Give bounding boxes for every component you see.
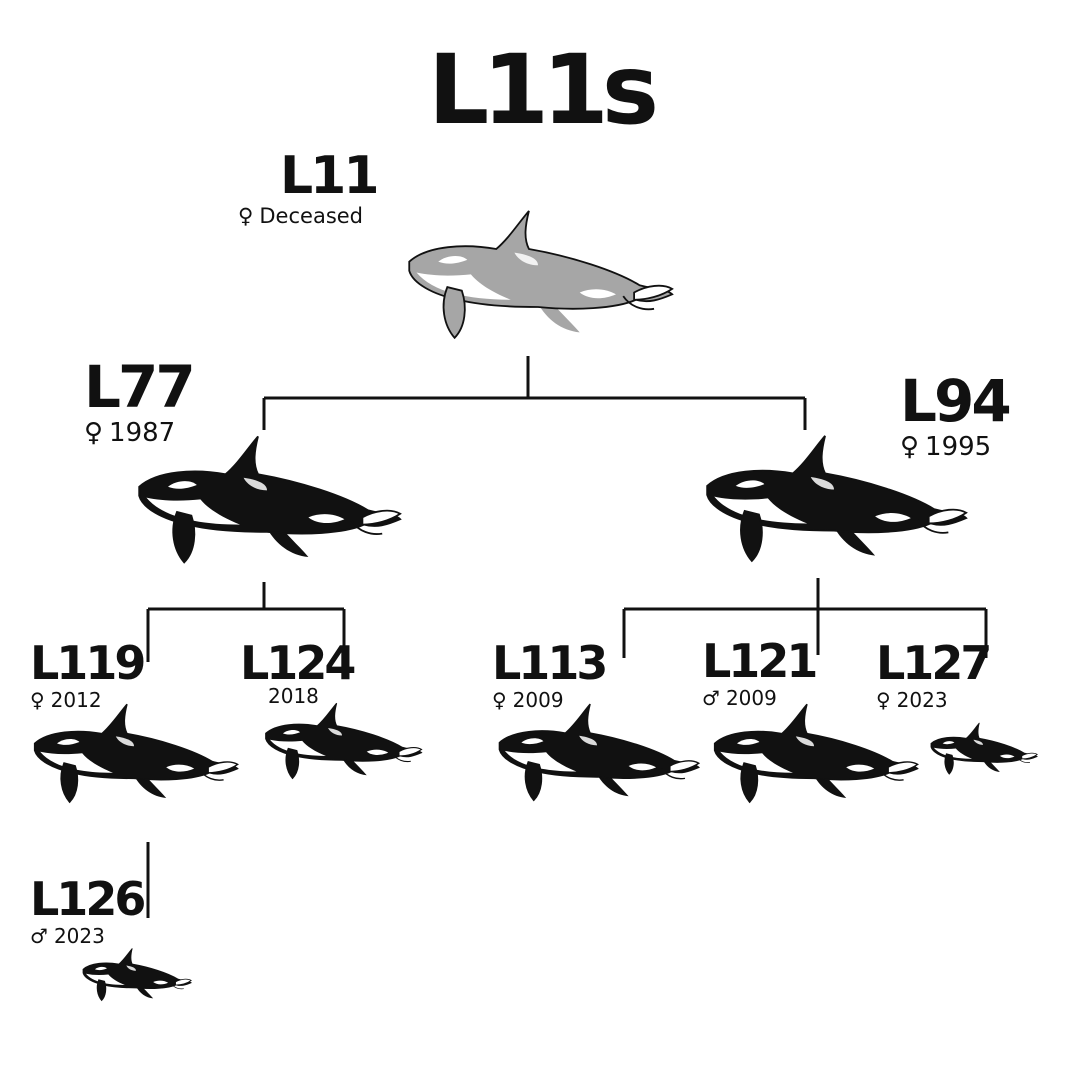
page-title: L11s — [428, 34, 659, 146]
node-meta: ♀2012 — [30, 690, 143, 710]
node-year: 2023 — [53, 924, 105, 948]
node-l11: L11 ♀Deceased — [238, 146, 379, 227]
node-l119: L119 ♀2012 — [30, 636, 146, 710]
orca-icon — [700, 430, 968, 574]
node-meta: ♀1987 — [84, 420, 193, 446]
node-name: L127 — [876, 636, 992, 690]
node-meta: ♀2009 — [492, 690, 605, 710]
female-icon: ♀ — [900, 432, 920, 462]
node-l113: L113 ♀2009 — [492, 636, 608, 710]
node-name: L94 — [900, 367, 1012, 435]
female-icon: ♀ — [492, 688, 507, 712]
node-meta: ♀1995 — [900, 434, 1009, 460]
node-status: Deceased — [259, 204, 364, 228]
orca-icon — [492, 700, 702, 810]
orca-icon — [928, 720, 1038, 780]
node-year: 1987 — [109, 418, 176, 448]
node-l127: L127 ♀2023 — [876, 636, 992, 710]
node-name: L126 — [30, 872, 146, 926]
node-year: 2012 — [50, 688, 102, 712]
connector-l94-children — [622, 578, 988, 658]
connector-l77-children — [146, 582, 346, 662]
female-icon: ♀ — [84, 418, 104, 448]
node-name: L77 — [84, 353, 196, 421]
node-year: 2023 — [896, 688, 948, 712]
node-name: L113 — [492, 636, 608, 690]
female-icon: ♀ — [876, 688, 891, 712]
node-meta: ♀Deceased — [238, 206, 377, 227]
node-year: 2009 — [512, 688, 564, 712]
male-icon: ♂ — [702, 686, 720, 710]
orca-icon — [132, 430, 402, 576]
orca-icon — [80, 946, 192, 1006]
node-name: L121 — [702, 634, 818, 688]
female-icon: ♀ — [238, 204, 254, 228]
node-l77: L77 ♀1987 — [84, 353, 196, 446]
orca-icon — [260, 700, 424, 786]
node-meta: ♂2009 — [702, 688, 815, 708]
node-year: 1995 — [925, 432, 992, 462]
node-l126: L126 ♂2023 — [30, 872, 146, 946]
node-year: 2018 — [268, 684, 319, 708]
node-l121: L121 ♂2009 — [702, 634, 818, 708]
node-year: 2009 — [725, 686, 777, 710]
node-name: L124 — [240, 636, 356, 690]
connector-l11-children — [262, 356, 807, 430]
node-name: L11 — [280, 146, 379, 206]
node-l124: L124 2018 — [240, 636, 356, 706]
node-l94: L94 ♀1995 — [900, 367, 1012, 460]
orca-icon — [708, 700, 920, 812]
orca-icon — [402, 204, 674, 352]
female-icon: ♀ — [30, 688, 45, 712]
node-meta: ♂2023 — [30, 926, 143, 946]
node-meta: ♀2023 — [876, 690, 989, 710]
node-meta: 2018 — [268, 686, 353, 706]
orca-icon — [28, 700, 240, 812]
node-name: L119 — [30, 636, 146, 690]
male-icon: ♂ — [30, 924, 48, 948]
